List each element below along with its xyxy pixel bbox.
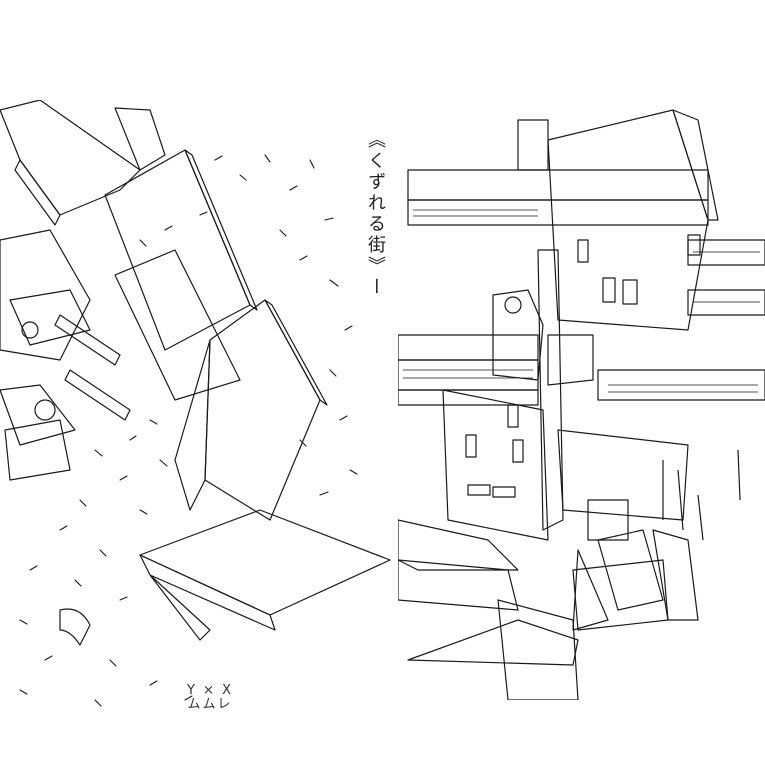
artwork-caption: 《くずれる街》ー — [365, 130, 386, 298]
right-sketch-panel — [398, 100, 765, 700]
signature-line-1: Y × X — [186, 683, 233, 698]
left-sketch-panel — [0, 100, 392, 720]
signature-line-2: ムムレ — [187, 697, 233, 712]
city-blocks-drawing — [398, 109, 765, 700]
debris-drawing — [0, 100, 391, 707]
artist-signature: Y × X ムムレ — [180, 684, 240, 714]
